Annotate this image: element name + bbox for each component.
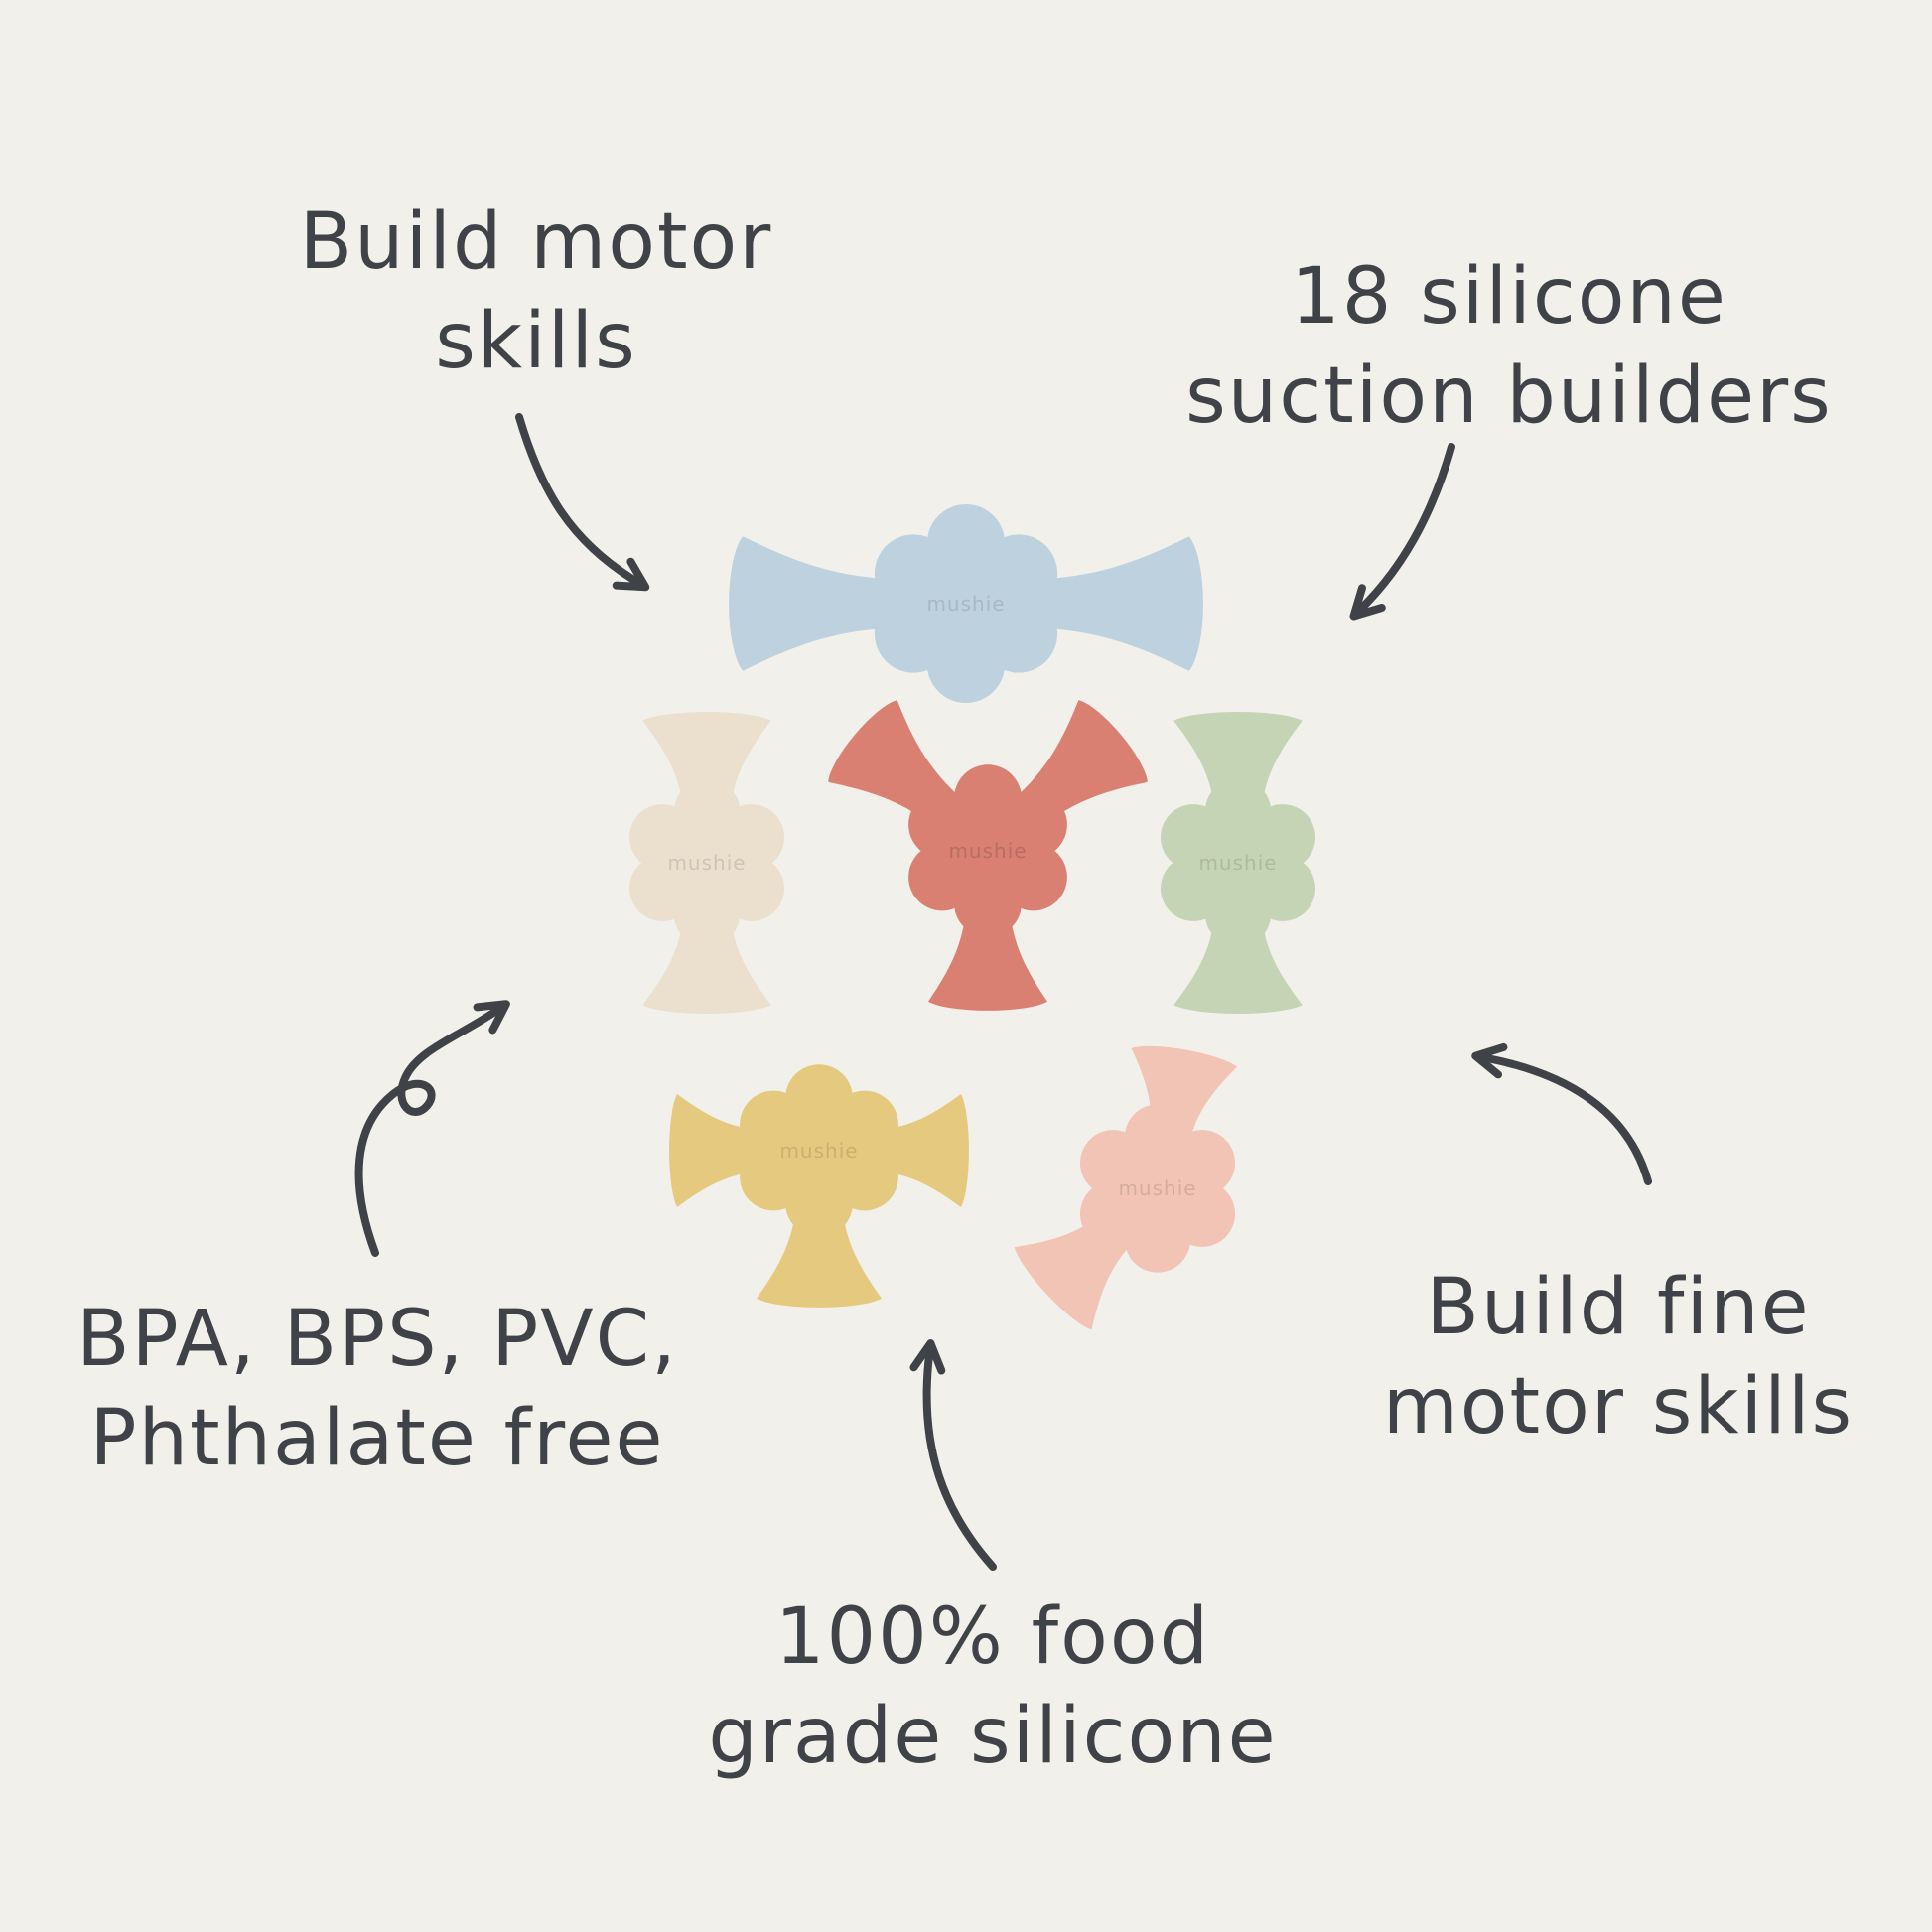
toy-coral-winged-builder: mushie <box>820 693 1156 1011</box>
suction-cup <box>1040 536 1203 671</box>
label-line: suction builders <box>1185 350 1833 441</box>
label-line: Build fine <box>1426 1263 1811 1352</box>
brand-emboss: mushie <box>779 1139 858 1163</box>
arrow-food-grade <box>909 1339 997 1571</box>
label-line: skills <box>435 296 637 386</box>
label-bpa-free: BPA, BPS, PVC, Phthalate free <box>40 1291 715 1489</box>
toy-yellow-winged-builder: mushie <box>669 1064 969 1308</box>
arrow-suction-builders <box>1349 443 1455 621</box>
toy-blue-horizontal-builder: mushie <box>729 504 1203 703</box>
arrow-build-motor <box>515 413 650 592</box>
toy-pink-tilted-builder: mushie <box>1008 1040 1239 1336</box>
label-build-fine-motor-skills: Build fine motor skills <box>1311 1259 1926 1457</box>
brand-emboss: mushie <box>948 839 1027 863</box>
label-line: Phthalate free <box>89 1393 665 1483</box>
label-line: grade silicone <box>708 1691 1278 1781</box>
brand-emboss: mushie <box>1118 1176 1196 1200</box>
label-line: Build motor <box>299 198 773 287</box>
label-food-grade-silicone: 100% food grade silicone <box>655 1588 1330 1787</box>
label-build-motor-skills: Build motor skills <box>218 194 854 392</box>
brand-emboss: mushie <box>1198 851 1277 875</box>
arrow-bpa-free <box>354 1000 510 1257</box>
toy-green-vertical-builder: mushie <box>1160 712 1316 1014</box>
label-line: motor skills <box>1382 1361 1855 1451</box>
label-line: BPA, BPS, PVC, <box>76 1295 678 1384</box>
label-silicone-suction-builders: 18 silicone suction builders <box>1162 248 1857 447</box>
brand-emboss: mushie <box>926 592 1005 616</box>
suction-cup <box>729 536 892 671</box>
brand-emboss: mushie <box>667 851 746 875</box>
toy-cream-vertical-builder: mushie <box>628 712 785 1014</box>
label-line: 18 silicone <box>1291 252 1727 342</box>
arrow-fine-motor <box>1471 1042 1652 1185</box>
label-line: 100% food <box>774 1592 1211 1682</box>
